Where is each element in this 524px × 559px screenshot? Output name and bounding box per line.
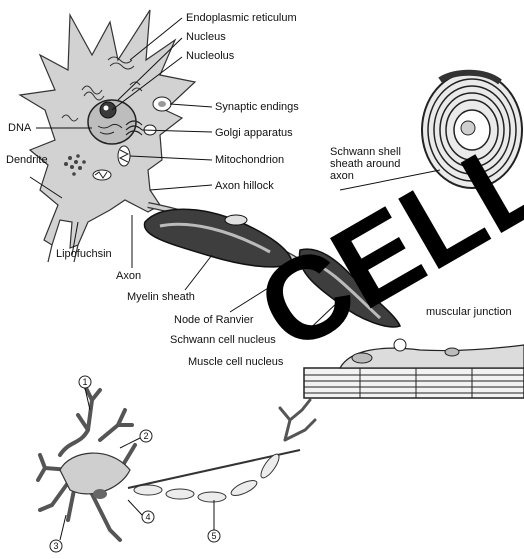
label-node-of-ranvier: Node of Ranvier [174, 314, 254, 326]
marker-5-text: 5 [211, 531, 216, 541]
label-lipofuchsin: Lipofuchsin [56, 248, 112, 260]
marker-4-text: 4 [145, 512, 150, 522]
label-synaptic-endings: Synaptic endings [215, 101, 299, 113]
label-schwann-cell-nucleus: Schwann cell nucleus [170, 334, 276, 346]
label-nucleolus: Nucleolus [186, 50, 234, 62]
label-golgi-apparatus: Golgi apparatus [215, 127, 293, 139]
marker-1-text: 1 [82, 377, 87, 387]
label-schwann-shell: Schwann shell sheath around axon [330, 146, 401, 182]
label-dendrite: Dendrite [6, 154, 48, 166]
marker-3-text: 3 [53, 541, 58, 551]
label-mitochondrion: Mitochondrion [215, 154, 284, 166]
label-muscle-cell-nucleus: Muscle cell nucleus [188, 356, 283, 368]
label-axon-hillock: Axon hillock [215, 180, 274, 192]
label-dna: DNA [8, 122, 31, 134]
label-endoplasmic-reticulum: Endoplasmic reticulum [186, 12, 297, 24]
label-neuromuscular-junction: muscular junction [426, 306, 512, 318]
label-myelin-sheath: Myelin sheath [127, 291, 195, 303]
label-axon: Axon [116, 270, 141, 282]
simple-neuron: 1 2 3 4 5 [38, 376, 315, 552]
marker-2-text: 2 [143, 431, 148, 441]
label-nucleus: Nucleus [186, 31, 226, 43]
